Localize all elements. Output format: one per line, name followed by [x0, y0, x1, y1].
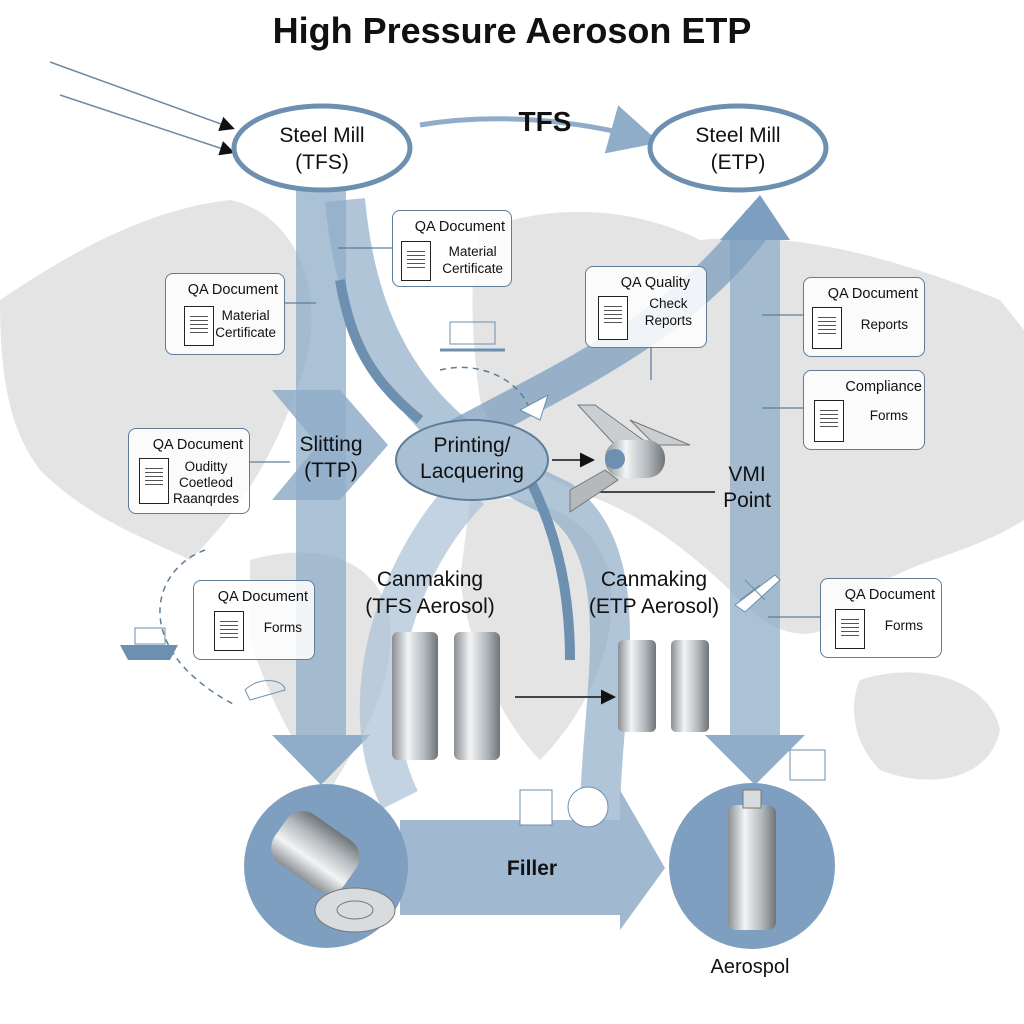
filler-arrow — [400, 790, 665, 930]
aerosol-can-circle — [669, 783, 835, 949]
doc-lines: Forms — [264, 619, 302, 636]
doc-line: Forms — [263, 620, 302, 635]
label-line: Point — [723, 489, 771, 512]
document-icon — [401, 241, 431, 281]
label-line: VMI — [728, 463, 766, 486]
doc-line: Coetleod — [178, 475, 233, 490]
slitting-chevron — [272, 390, 388, 500]
label-line: Lacquering — [420, 460, 524, 483]
tfs-arrow — [419, 105, 660, 154]
page-title: High Pressure Aeroson ETP — [272, 10, 752, 51]
doc-header: Compliance — [845, 379, 922, 395]
qa-document-card[interactable]: QA Document Reports — [803, 277, 925, 357]
document-check-icon — [214, 611, 244, 651]
boxes-icon — [789, 749, 826, 781]
ship-icon — [120, 627, 178, 660]
doc-line: Forms — [884, 618, 923, 633]
doc-header: QA Quality — [620, 275, 690, 291]
slitting-machine-icon — [569, 404, 691, 513]
airplane-icon — [734, 574, 781, 613]
slitting-label: Slitting (TTP) — [285, 432, 377, 484]
label-line: Canmaking — [376, 568, 484, 591]
document-icon — [184, 306, 214, 346]
steel-mill-tfs-label: Steel Mill (TFS) — [262, 122, 382, 176]
label-line: Canmaking — [600, 568, 708, 591]
document-icon — [814, 400, 844, 442]
document-icon — [598, 296, 628, 340]
document-check-icon — [835, 609, 865, 649]
doc-line: Reports — [860, 317, 908, 332]
doc-header: QA Document — [827, 286, 918, 302]
steel-mill-etp-node — [647, 103, 829, 193]
doc-line: Material — [221, 308, 270, 323]
label-line: Steel Mill — [695, 124, 781, 147]
document-icon — [139, 458, 169, 504]
doc-line: Material — [448, 244, 497, 259]
label-line: Slitting — [299, 433, 363, 456]
connectors — [248, 247, 820, 618]
doc-line: Reports — [644, 313, 692, 328]
filler-label: Filler — [506, 857, 558, 880]
doc-line: Check — [649, 296, 688, 311]
can-parts-circle — [244, 784, 408, 948]
canmaking-etp-label: Canmaking (ETP Aerosol) — [582, 566, 726, 620]
tfs-label: TFS — [518, 106, 572, 137]
label-line: (ETP Aerosol) — [588, 595, 720, 618]
curve-band — [359, 475, 485, 809]
doc-line: Certificate — [442, 261, 503, 276]
curve-arrow — [525, 477, 575, 661]
label-line: (TFS) — [295, 151, 349, 174]
qa-document-card[interactable]: QA Document Forms — [193, 580, 315, 660]
printing-node — [395, 419, 549, 501]
doc-lines: Forms — [885, 617, 923, 634]
tfs-cans — [392, 632, 500, 760]
aerospol-label: Aerospol — [710, 956, 790, 978]
vmi-point-label: VMI Point — [712, 462, 782, 514]
printing-label: Printing/ Lacquering — [400, 433, 544, 485]
label-line: (TFS Aerosol) — [365, 595, 495, 618]
qa-document-card[interactable]: QA Document Forms — [820, 578, 942, 658]
doc-header: QA Document — [414, 219, 505, 235]
doc-lines: Forms — [870, 407, 908, 424]
doc-header: QA Document — [217, 589, 308, 605]
document-icon — [812, 307, 842, 349]
curve-arrow — [335, 279, 424, 424]
shoe-icon — [244, 680, 286, 701]
label-line: (ETP) — [710, 151, 766, 174]
cargo-ship-icon — [440, 321, 505, 352]
curve-band — [441, 209, 774, 455]
calendar-icon — [519, 789, 553, 826]
shipping-route — [439, 366, 531, 411]
doc-line: Ouditty — [184, 459, 228, 474]
shipping-route — [159, 549, 236, 706]
airplane-icon — [518, 393, 549, 421]
etp-cans — [618, 640, 709, 732]
doc-header: QA Document — [844, 587, 935, 603]
shirt-badge-icon — [567, 786, 609, 828]
doc-line: Forms — [869, 408, 908, 423]
steel-mill-etp-label: Steel Mill (ETP) — [678, 122, 798, 176]
doc-lines: Reports — [861, 316, 908, 333]
label-line: Steel Mill — [279, 124, 365, 147]
doc-line: Certificate — [215, 325, 276, 340]
incoming-arrow — [49, 61, 235, 131]
doc-header: QA Document — [152, 437, 243, 453]
incoming-arrow — [59, 94, 235, 156]
doc-line: Raanqrdes — [172, 491, 239, 506]
canmaking-tfs-label: Canmaking (TFS Aerosol) — [360, 566, 500, 620]
steel-mill-tfs-node — [231, 103, 413, 193]
doc-header: QA Document — [187, 282, 278, 298]
compliance-document-card[interactable]: Compliance Forms — [803, 370, 925, 450]
label-line: Printing/ — [433, 434, 511, 457]
label-line: (TTP) — [304, 459, 358, 482]
